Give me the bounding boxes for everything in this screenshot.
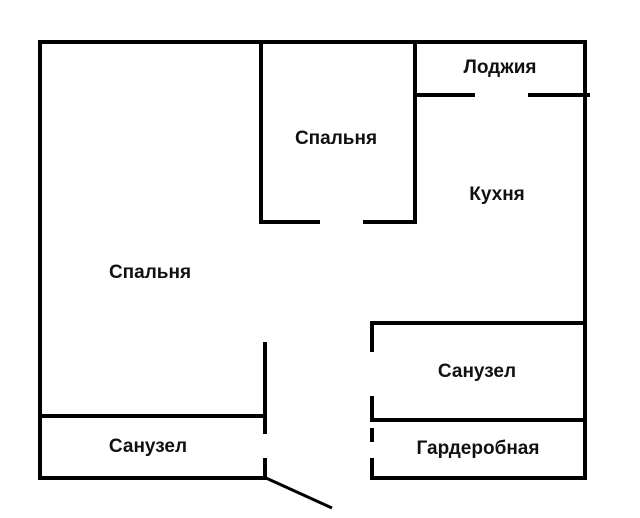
room-label-wardrobe: Гардеробная	[416, 438, 540, 459]
walls	[38, 40, 590, 480]
entrance-door	[265, 476, 333, 510]
room-label-kitchen: Кухня	[469, 184, 525, 205]
room-label-bathroom-right: Санузел	[437, 361, 517, 382]
room-label-bathroom-left: Санузел	[108, 436, 188, 457]
room-label-bedroom-large: Спальня	[108, 262, 192, 283]
room-label-bedroom-small: Спальня	[294, 128, 378, 149]
room-label-loggia: Лоджия	[463, 57, 537, 78]
